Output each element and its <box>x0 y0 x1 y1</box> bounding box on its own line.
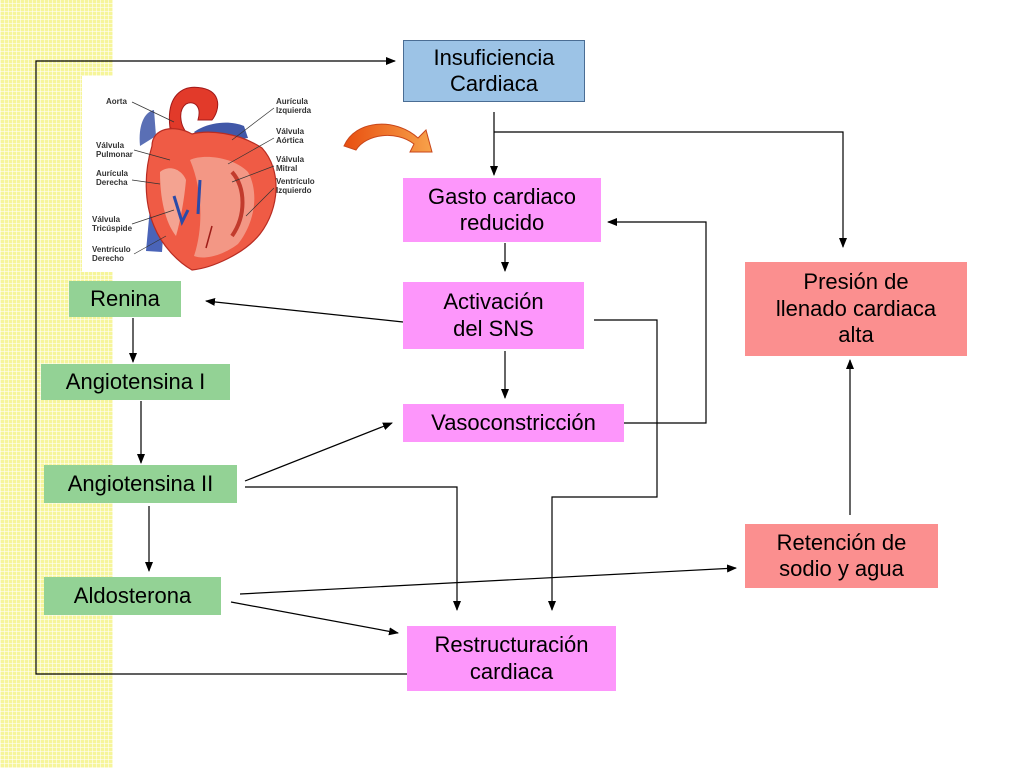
arrow-aldosterona-to-retencion <box>239 564 737 595</box>
node-angiotensina-ii: Angiotensina II <box>44 465 237 503</box>
heart-illustration <box>131 86 277 271</box>
heart-label-auricula-derecha: Aurícula Derecha <box>96 169 129 187</box>
heart-label-aorta: Aorta <box>106 97 127 106</box>
heart-label-valvula-mitral: Válvula Mitral <box>276 155 305 173</box>
heart-label-ventriculo-derecho: Ventrículo Derecho <box>92 245 131 263</box>
node-renina: Renina <box>69 281 181 317</box>
node-insuficiencia-cardiaca: Insuficiencia Cardiaca <box>403 40 585 102</box>
node-vasoconstriccion: Vasoconstricción <box>403 404 624 442</box>
heart-label-ventriculo-izquierdo: Ventrículo Izquierdo <box>276 177 315 195</box>
node-activacion-sns: Activación del SNS <box>403 282 584 349</box>
arrow-angio2-to-vaso <box>244 422 393 482</box>
arrow-angio2-to-restructuracion <box>245 486 461 611</box>
node-gasto-cardiaco: Gasto cardiaco reducido <box>403 178 601 242</box>
heart-label-auricula-izquierda: Aurícula Izquierda <box>276 97 312 115</box>
node-restructuracion-cardiaca: Restructuración cardiaca <box>407 626 616 691</box>
arrow-activacion-to-restructuracion <box>548 319 658 611</box>
heart-label-valvula-pulmonar: Válvula Pulmonar <box>96 141 133 159</box>
arrow-vaso-to-gasto <box>607 218 707 424</box>
node-retencion-sodio-agua: Retención de sodio y agua <box>745 524 938 588</box>
arrow-insuficiencia-to-presion <box>494 131 847 248</box>
curved-orange-arrow <box>343 123 433 153</box>
arrow-aldosterona-to-restructuracion <box>230 601 399 636</box>
node-presion-llenado: Presión de llenado cardiaca alta <box>745 262 967 356</box>
arrow-loop-to-insuficiencia <box>35 57 407 675</box>
node-aldosterona: Aldosterona <box>44 577 221 615</box>
arrow-activacion-to-renina <box>205 297 404 323</box>
heart-label-valvula-tricuspide: Válvula Tricúspide <box>92 215 133 233</box>
heart-label-valvula-aortica: Válvula Aórtica <box>276 127 305 145</box>
heart-diagram: Aorta Válvula Pulmonar Aurícula Derecha … <box>82 76 315 272</box>
node-angiotensina-i: Angiotensina I <box>41 364 230 400</box>
